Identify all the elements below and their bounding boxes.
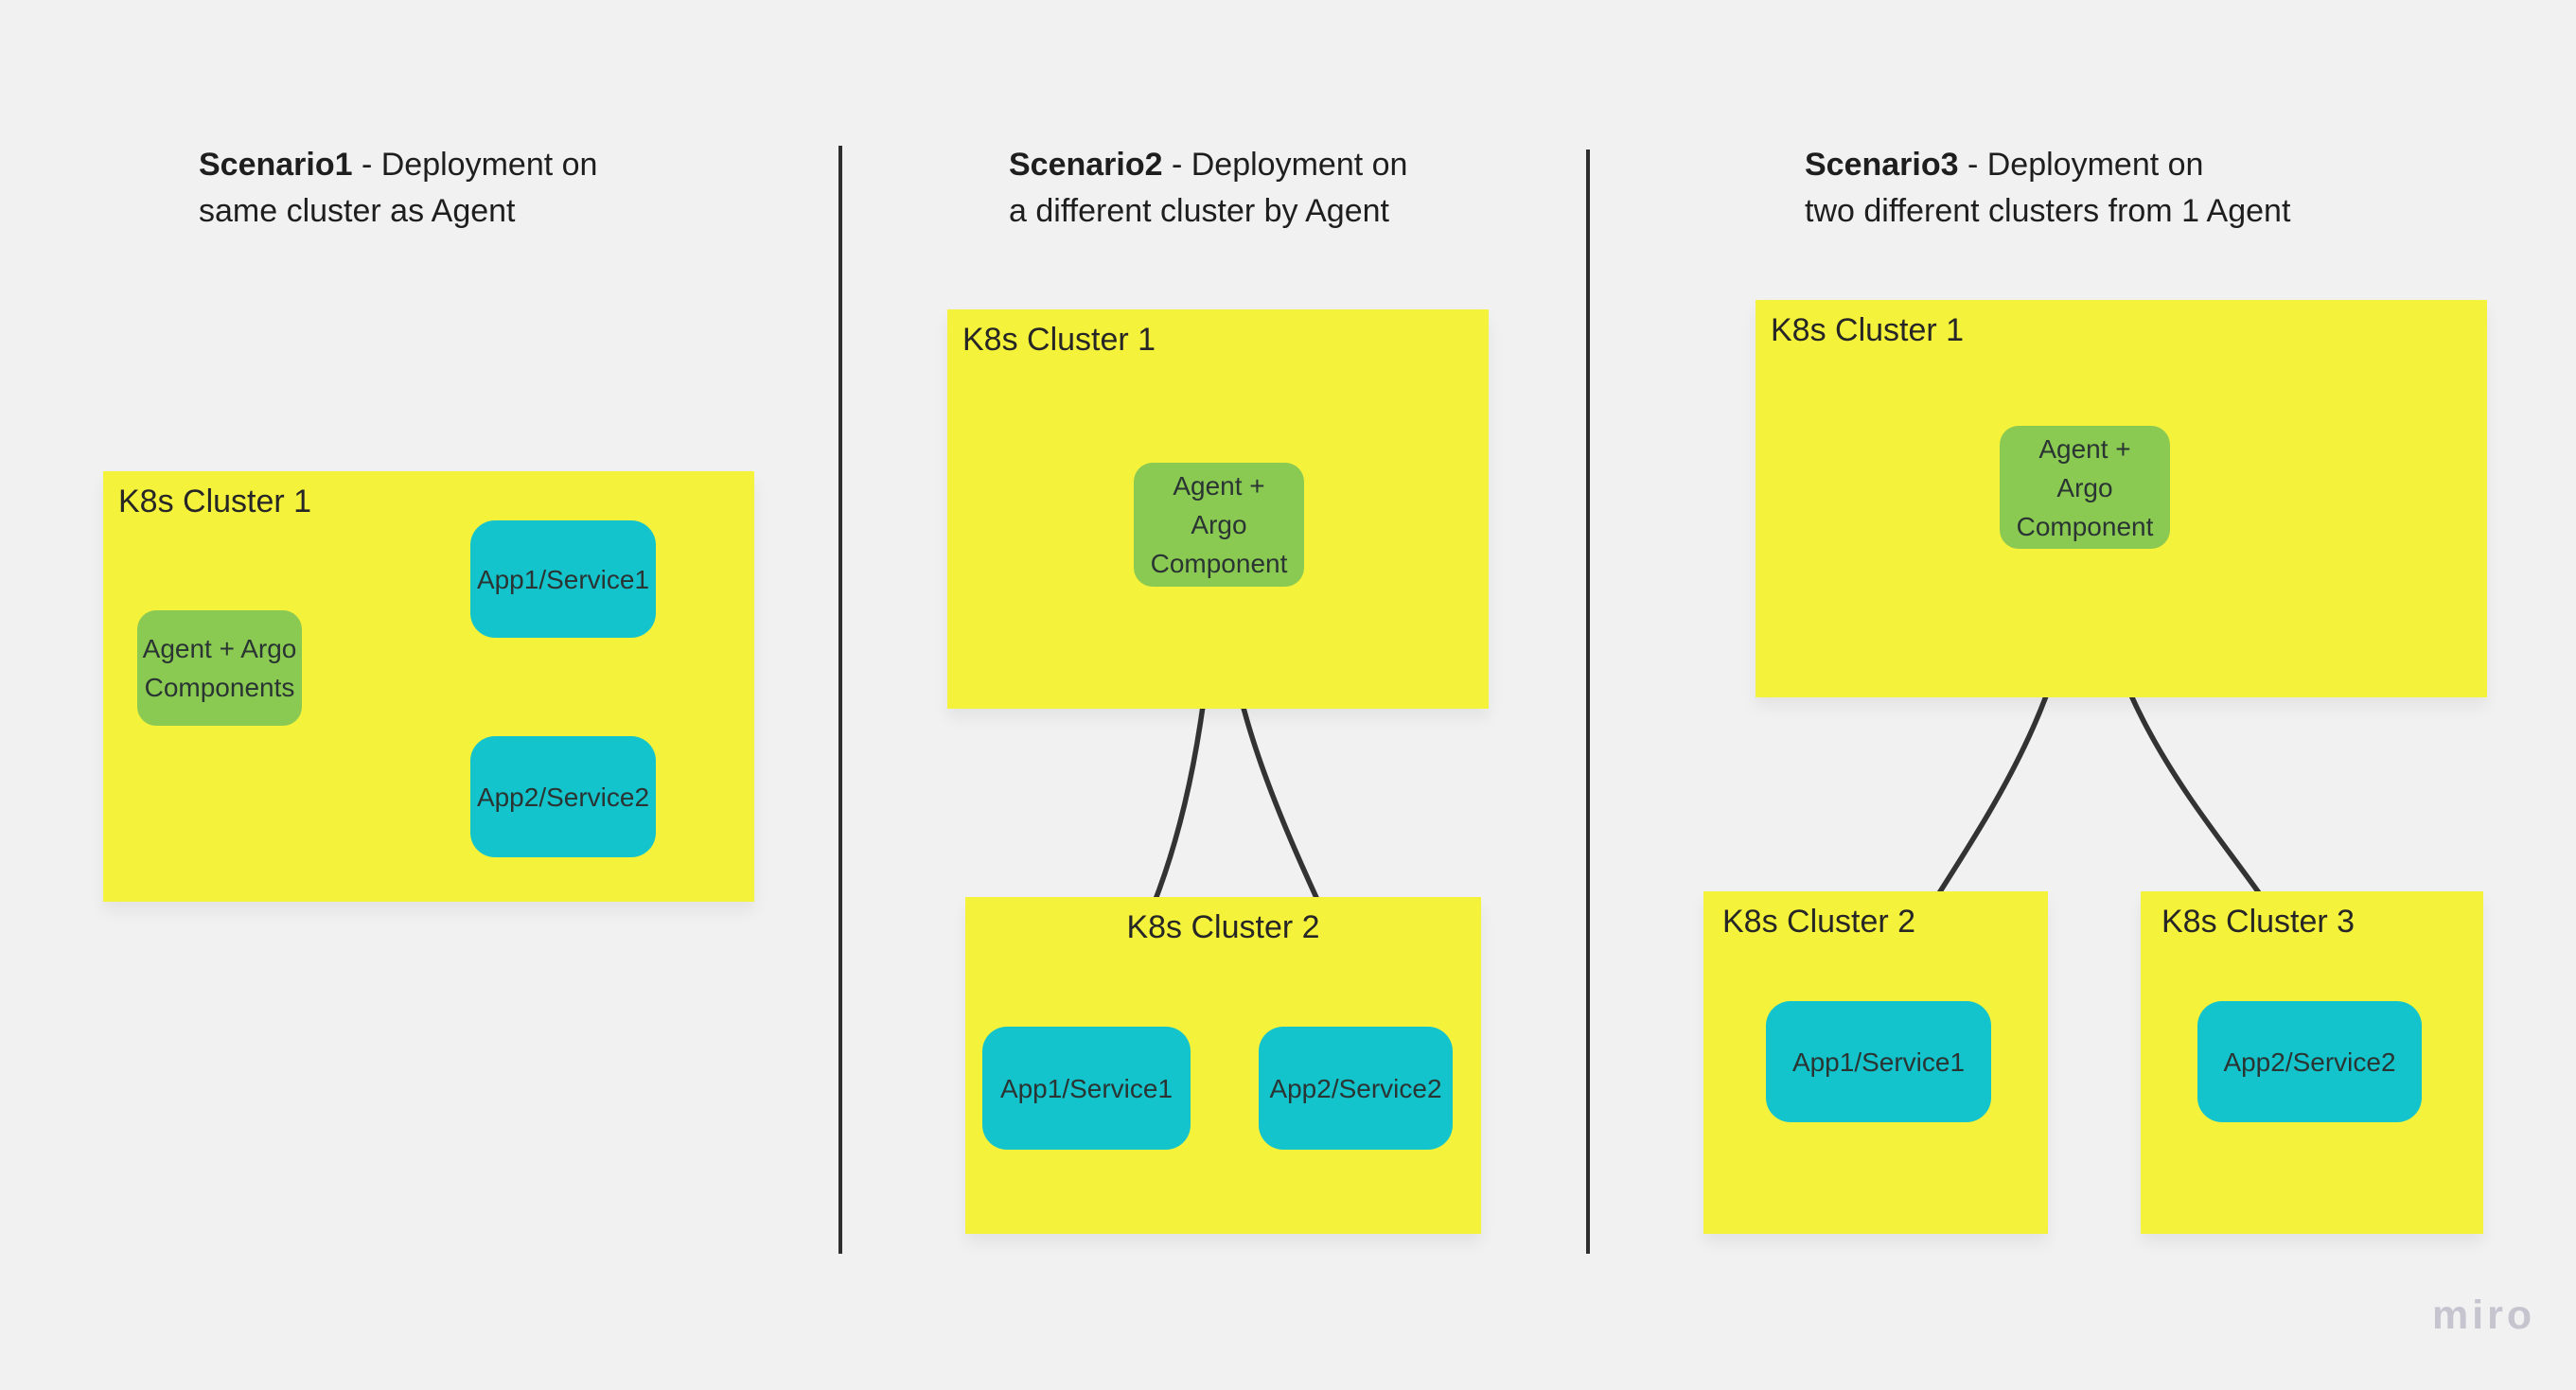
divider-line-1[interactable] bbox=[838, 146, 842, 1254]
s1-app2-shape[interactable]: App2/Service2 bbox=[470, 736, 656, 857]
s3-app1-shape[interactable]: App1/Service1 bbox=[1766, 1001, 1991, 1122]
s2-agent-label-line: Argo bbox=[1191, 510, 1247, 539]
s1-cluster1-label: K8s Cluster 1 bbox=[118, 484, 312, 519]
s1-app1-label: App1/Service1 bbox=[476, 564, 650, 594]
scenario1-title[interactable]: Scenario1 - Deployment on same cluster a… bbox=[199, 142, 597, 235]
s2-app1-shape[interactable]: App1/Service1 bbox=[982, 1027, 1191, 1150]
scenario1-title-line2: same cluster as Agent bbox=[199, 193, 516, 229]
s1-app2-label: App2/Service2 bbox=[476, 782, 650, 812]
s3-app1-label: App1/Service1 bbox=[1791, 1047, 1966, 1077]
s2-app2-label: App2/Service2 bbox=[1269, 1073, 1442, 1103]
scenario3-title-line2: two different clusters from 1 Agent bbox=[1805, 193, 2291, 229]
s2-agent-label-line: Component bbox=[1150, 549, 1288, 578]
s3-agent-label-line: Agent + bbox=[2038, 433, 2131, 464]
s1-app1-shape[interactable]: App1/Service1 bbox=[470, 520, 656, 638]
scenario2-title-line1: Scenario2 - Deployment on bbox=[1009, 147, 1408, 183]
s1-agent-label-line: Components bbox=[144, 673, 295, 702]
scenario1-title-line1: Scenario1 - Deployment on bbox=[199, 147, 598, 183]
s1-agent-label-line: Agent + Argo bbox=[142, 634, 297, 663]
s3-app2-label: App2/Service2 bbox=[2223, 1047, 2396, 1077]
scenario2-title-line2: a different cluster by Agent bbox=[1009, 193, 1389, 229]
s1-agent-shape[interactable]: Agent + Argo Components bbox=[137, 610, 302, 726]
s2-app2-shape[interactable]: App2/Service2 bbox=[1259, 1027, 1453, 1150]
s2-app1-label: App1/Service1 bbox=[999, 1073, 1173, 1103]
miro-logo: miro bbox=[2432, 1293, 2536, 1338]
s3-cluster3-label: K8s Cluster 3 bbox=[2161, 904, 2355, 940]
s2-cluster2-label: K8s Cluster 2 bbox=[1126, 909, 1320, 945]
scenario3-title[interactable]: Scenario3 - Deployment on two different … bbox=[1805, 142, 2290, 235]
s3-agent-label-line: Argo bbox=[2056, 472, 2113, 502]
s2-cluster1-label: K8s Cluster 1 bbox=[962, 322, 1156, 358]
scenario2-title[interactable]: Scenario2 - Deployment on a different cl… bbox=[1009, 142, 1407, 235]
scenario3-title-line1: Scenario3 - Deployment on bbox=[1805, 147, 2204, 183]
s3-cluster2-label: K8s Cluster 2 bbox=[1722, 904, 1916, 940]
s2-agent-shape[interactable]: Agent + Argo Component bbox=[1134, 463, 1304, 587]
s2-agent-label-line: Agent + bbox=[1173, 471, 1265, 501]
divider-line-2[interactable] bbox=[1586, 150, 1590, 1254]
s3-cluster1-label: K8s Cluster 1 bbox=[1771, 312, 1965, 348]
s3-app2-shape[interactable]: App2/Service2 bbox=[2197, 1001, 2422, 1122]
s3-agent-shape[interactable]: Agent + Argo Component bbox=[2000, 426, 2170, 549]
s3-agent-label-line: Component bbox=[2016, 511, 2154, 541]
